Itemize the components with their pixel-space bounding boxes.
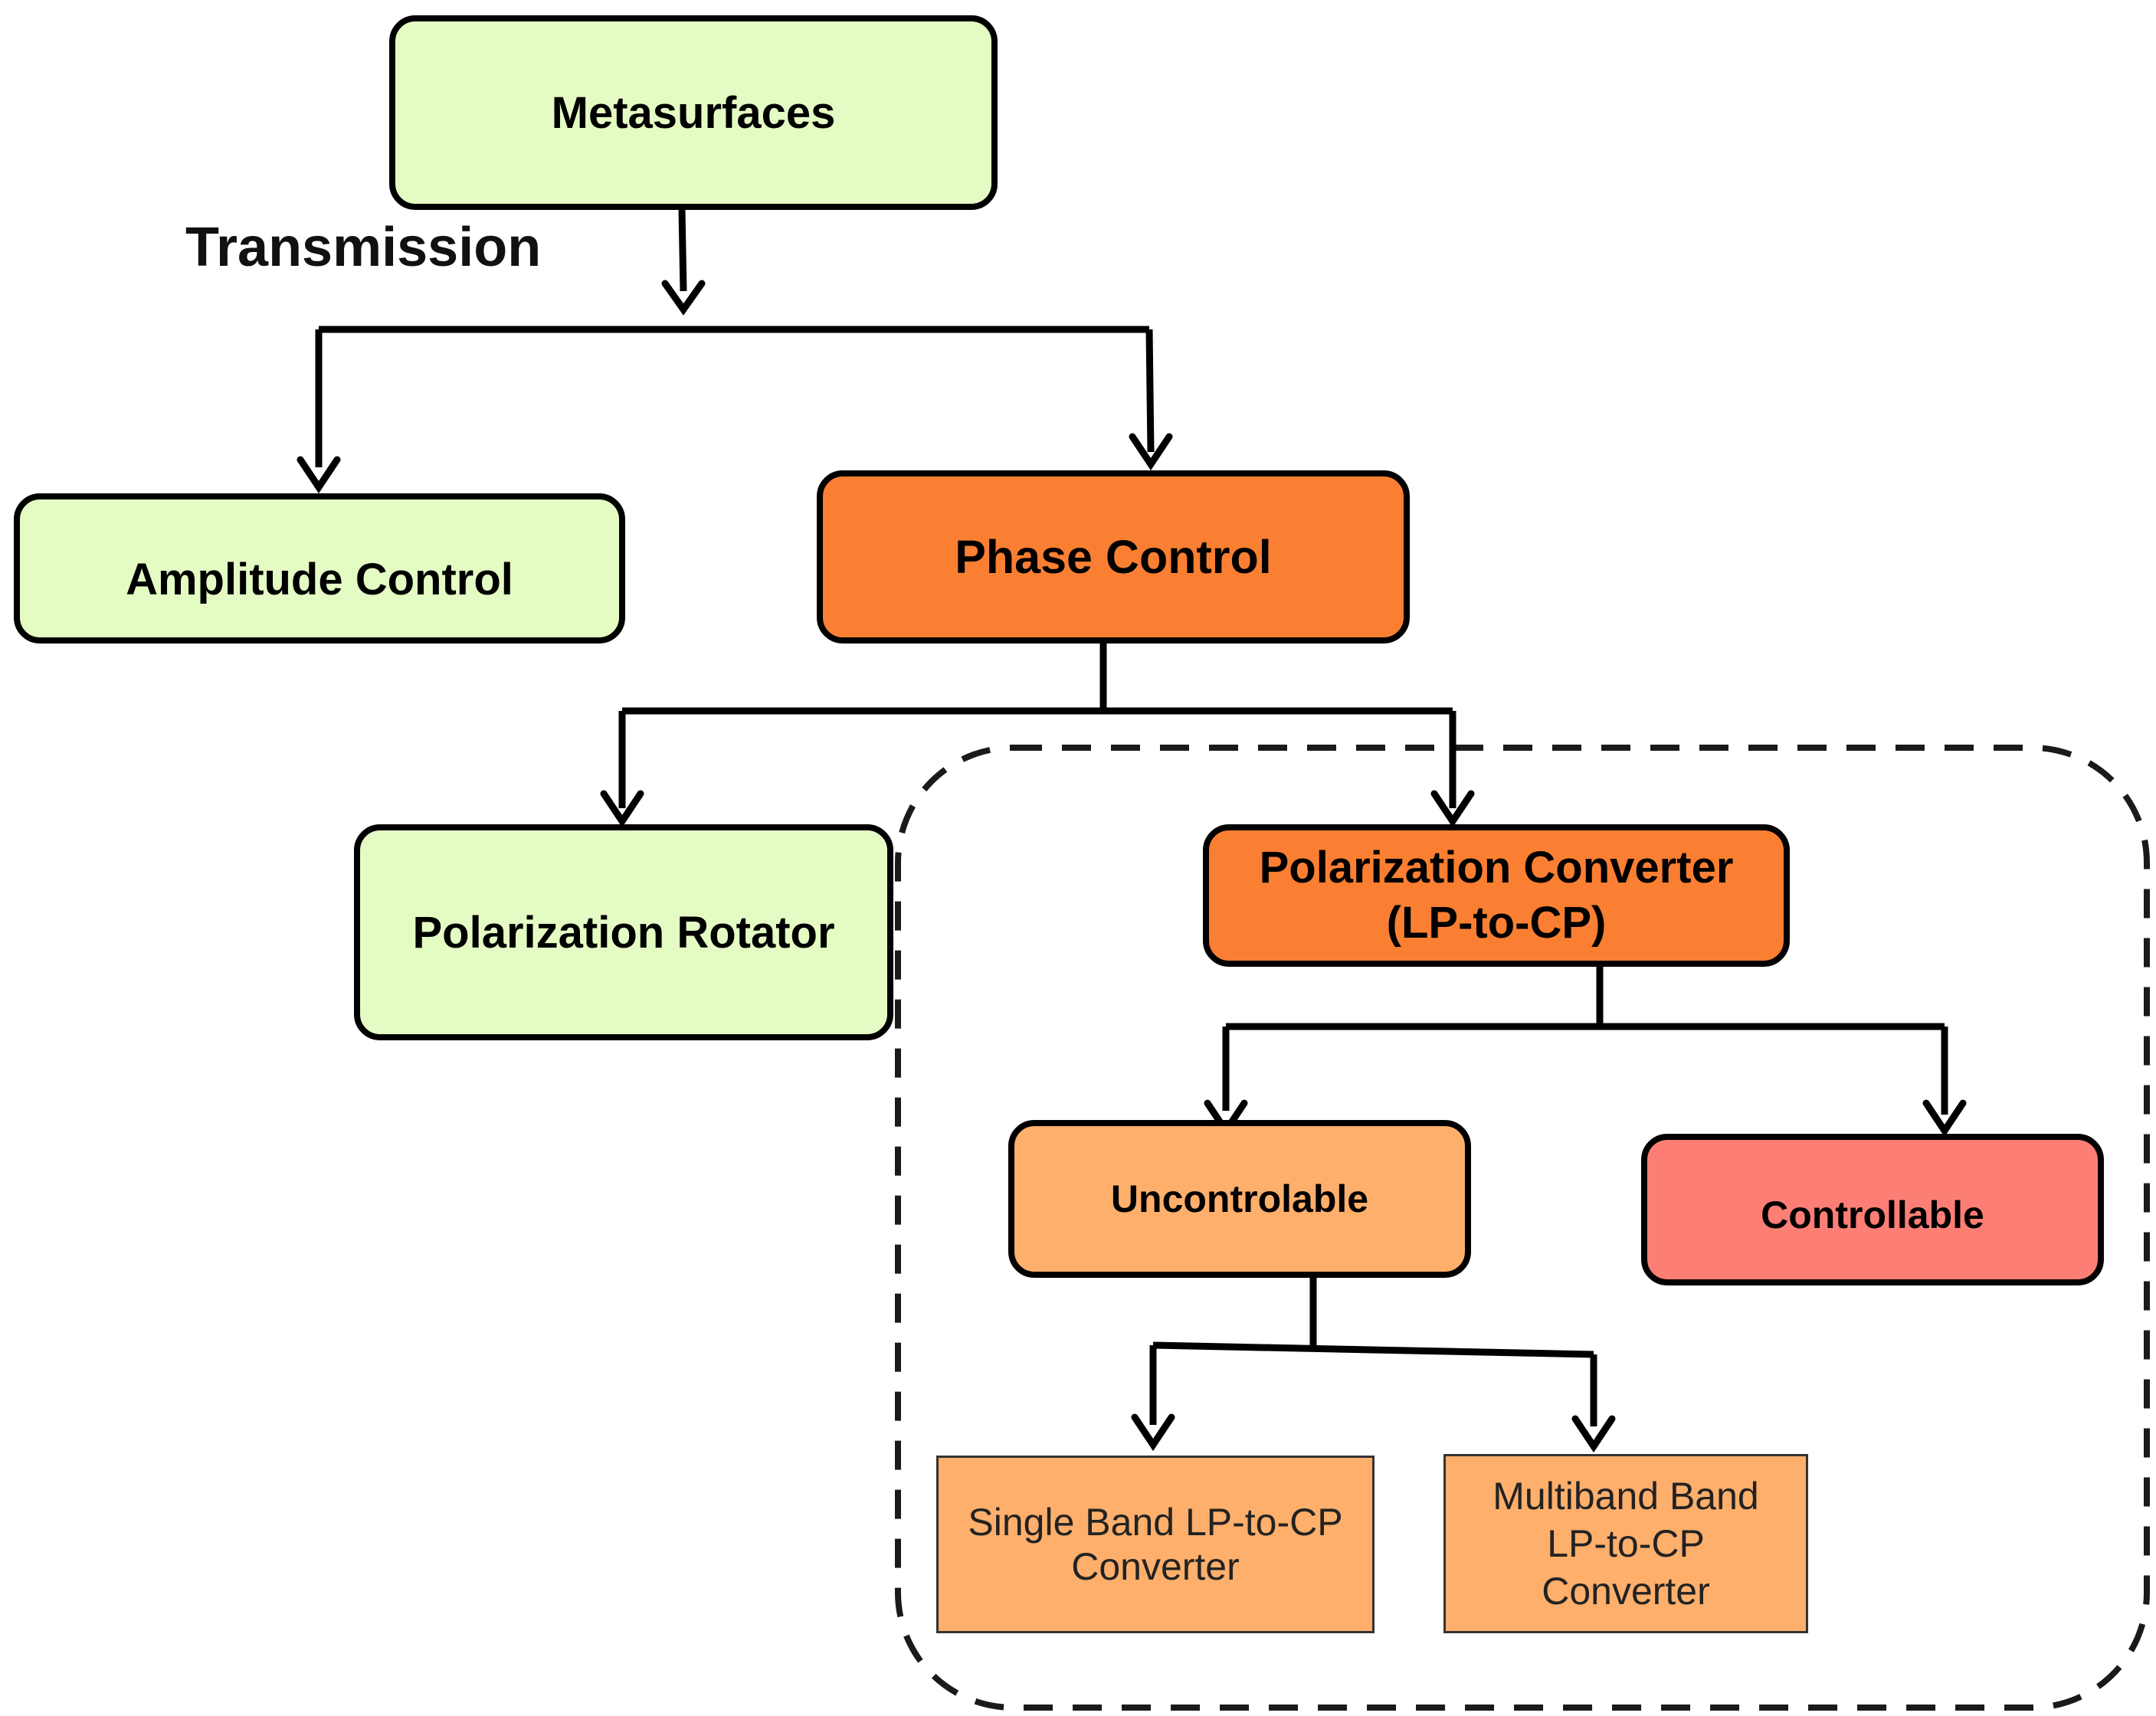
arrowhead-phase (1129, 433, 1173, 471)
connector-branch-bar-4 (1152, 1341, 1594, 1358)
arrowhead-metasurfaces (661, 280, 706, 316)
arrowhead-converter (1430, 790, 1475, 828)
edge-label-transmission: Transmission (185, 217, 542, 278)
node-phase-control-label: Phase Control (955, 531, 1272, 583)
arrowhead-amplitude (297, 456, 341, 494)
connector-to-phase (1145, 329, 1155, 453)
node-single-band-label: Single Band LP-to-CP Converter (968, 1501, 1343, 1588)
node-controllable[interactable]: Controllable (1641, 1134, 2104, 1285)
node-uncontrolable-label: Uncontrolable (1110, 1177, 1369, 1220)
arrowhead-single-band (1131, 1413, 1175, 1452)
node-controllable-label: Controllable (1761, 1194, 1984, 1236)
node-amplitude-control-label: Amplitude Control (126, 554, 513, 604)
arrowhead-controllable (1922, 1099, 1967, 1138)
node-single-band[interactable]: Single Band LP-to-CP Converter (936, 1456, 1375, 1633)
connectors (315, 209, 1948, 1426)
node-polarization-converter[interactable]: Polarization Converter (LP-to-CP) (1203, 824, 1790, 967)
arrowhead-multiband (1571, 1415, 1616, 1453)
arrowhead-rotator (600, 790, 644, 828)
node-polarization-converter-label: Polarization Converter (LP-to-CP) (1259, 843, 1734, 948)
node-metasurfaces-label: Metasurfaces (551, 87, 836, 138)
arrowheads (297, 280, 1967, 1453)
node-multiband-label: Multiband Band LP-to-CP Converter (1492, 1475, 1759, 1613)
node-amplitude-control[interactable]: Amplitude Control (14, 493, 625, 644)
node-multiband[interactable]: Multiband Band LP-to-CP Converter (1443, 1454, 1808, 1633)
node-polarization-rotator[interactable]: Polarization Rotator (354, 824, 893, 1040)
converter-group-outline (895, 745, 2150, 1711)
node-uncontrolable[interactable]: Uncontrolable (1008, 1120, 1471, 1278)
connector-metasurfaces-trunk (678, 209, 687, 292)
node-polarization-rotator-label: Polarization Rotator (412, 907, 835, 958)
node-metasurfaces[interactable]: Metasurfaces (389, 15, 998, 210)
node-phase-control[interactable]: Phase Control (817, 470, 1410, 644)
